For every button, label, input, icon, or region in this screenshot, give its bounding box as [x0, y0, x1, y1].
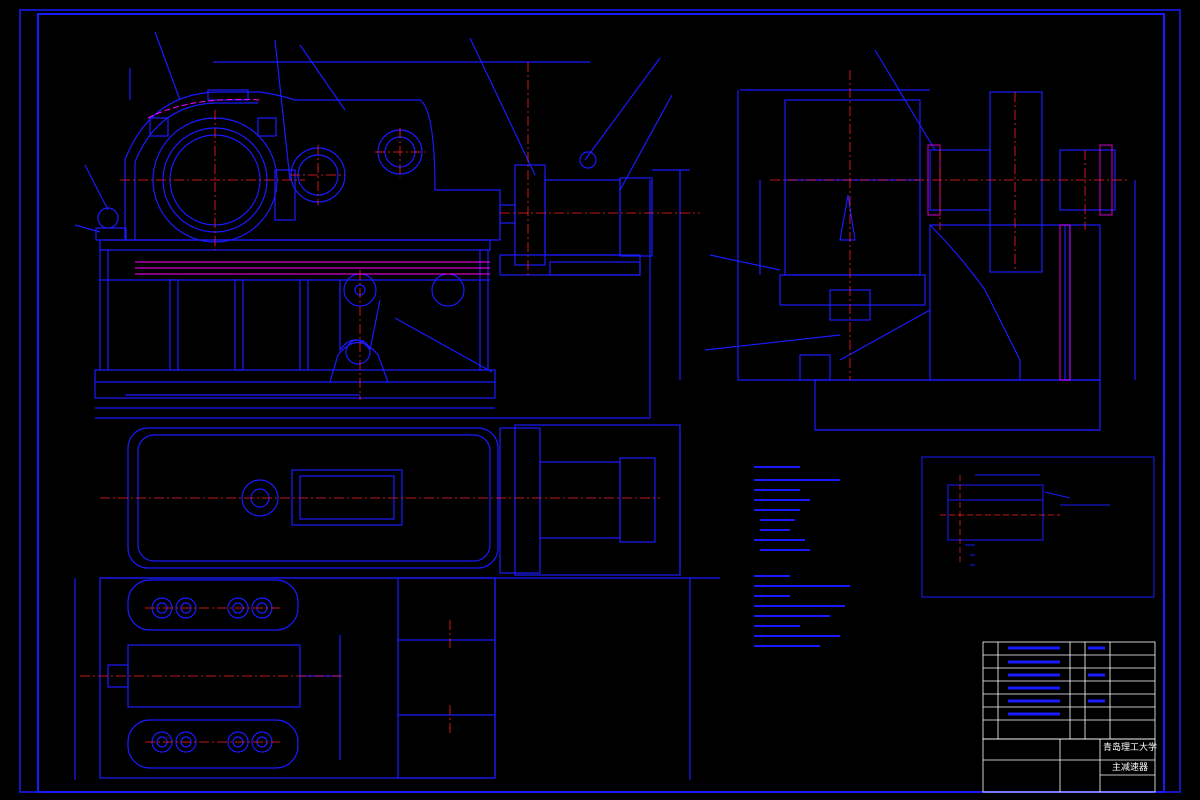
- title-block-fill: [1008, 646, 1105, 716]
- side-view: [704, 49, 1136, 431]
- inner-drawing-border: [37, 13, 1165, 793]
- drawing-title: 主减速器: [1112, 761, 1148, 773]
- front-elevation-centerlines: [120, 62, 700, 400]
- plan-view: [74, 424, 720, 780]
- school-name: 青岛理工大学: [1103, 741, 1157, 753]
- front-elevation-hatch: [135, 98, 490, 275]
- plan-view-centerlines: [80, 497, 660, 743]
- front-elevation-view: [74, 31, 690, 419]
- title-block: [982, 641, 1156, 793]
- detail-view-centerlines: [940, 475, 1060, 565]
- detail-view: [921, 456, 1155, 598]
- side-view-centerlines: [770, 70, 1130, 380]
- technical-notes: [754, 466, 850, 647]
- outer-sheet-border: [19, 9, 1181, 793]
